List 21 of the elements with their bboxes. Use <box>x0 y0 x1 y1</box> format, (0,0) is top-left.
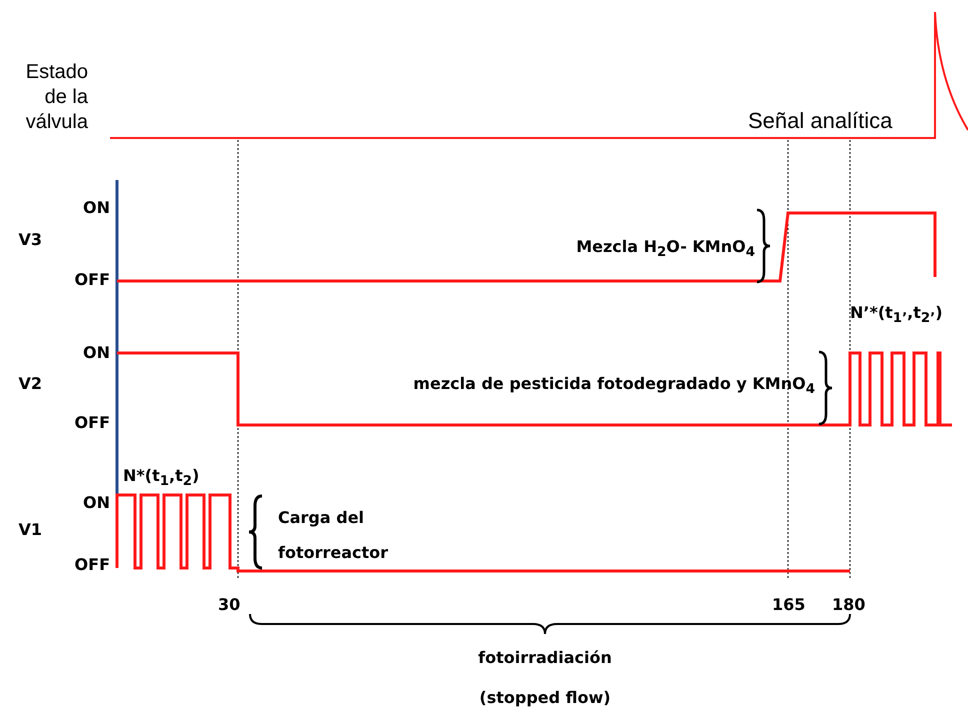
signal-label: Señal analítica <box>748 107 892 134</box>
valve-label: V1 <box>18 520 42 540</box>
annotation: N*(t$_{1}$,t$_{2}$) <box>123 466 200 491</box>
annotation: mezcla de pesticida fotodegradado y KMnO$_{4}$ <box>413 374 815 399</box>
annotation: Mezcla H$_{2}$O- KMnO$_{4}$ <box>576 237 755 262</box>
state-label: ON <box>83 198 110 218</box>
state-label: ON <box>83 343 110 363</box>
annotation: N’*(t$_{1’}$,t$_{2’}$) <box>850 303 943 328</box>
axis-label: Estado de la válvula <box>24 60 88 135</box>
valve-label: V2 <box>18 374 42 394</box>
state-label: OFF <box>74 413 110 433</box>
phase-label: (stopped flow) <box>479 688 611 708</box>
state-label: OFF <box>74 555 110 575</box>
tick-label: 180 <box>832 595 866 615</box>
state-label: ON <box>83 493 110 513</box>
valve-label: V3 <box>18 230 42 250</box>
phase-label: fotoirradiación <box>478 648 612 668</box>
state-label: OFF <box>74 270 110 290</box>
annotation: Carga del fotorreactor <box>278 507 388 564</box>
tick-label: 165 <box>772 595 806 615</box>
tick-label: 30 <box>218 595 240 615</box>
